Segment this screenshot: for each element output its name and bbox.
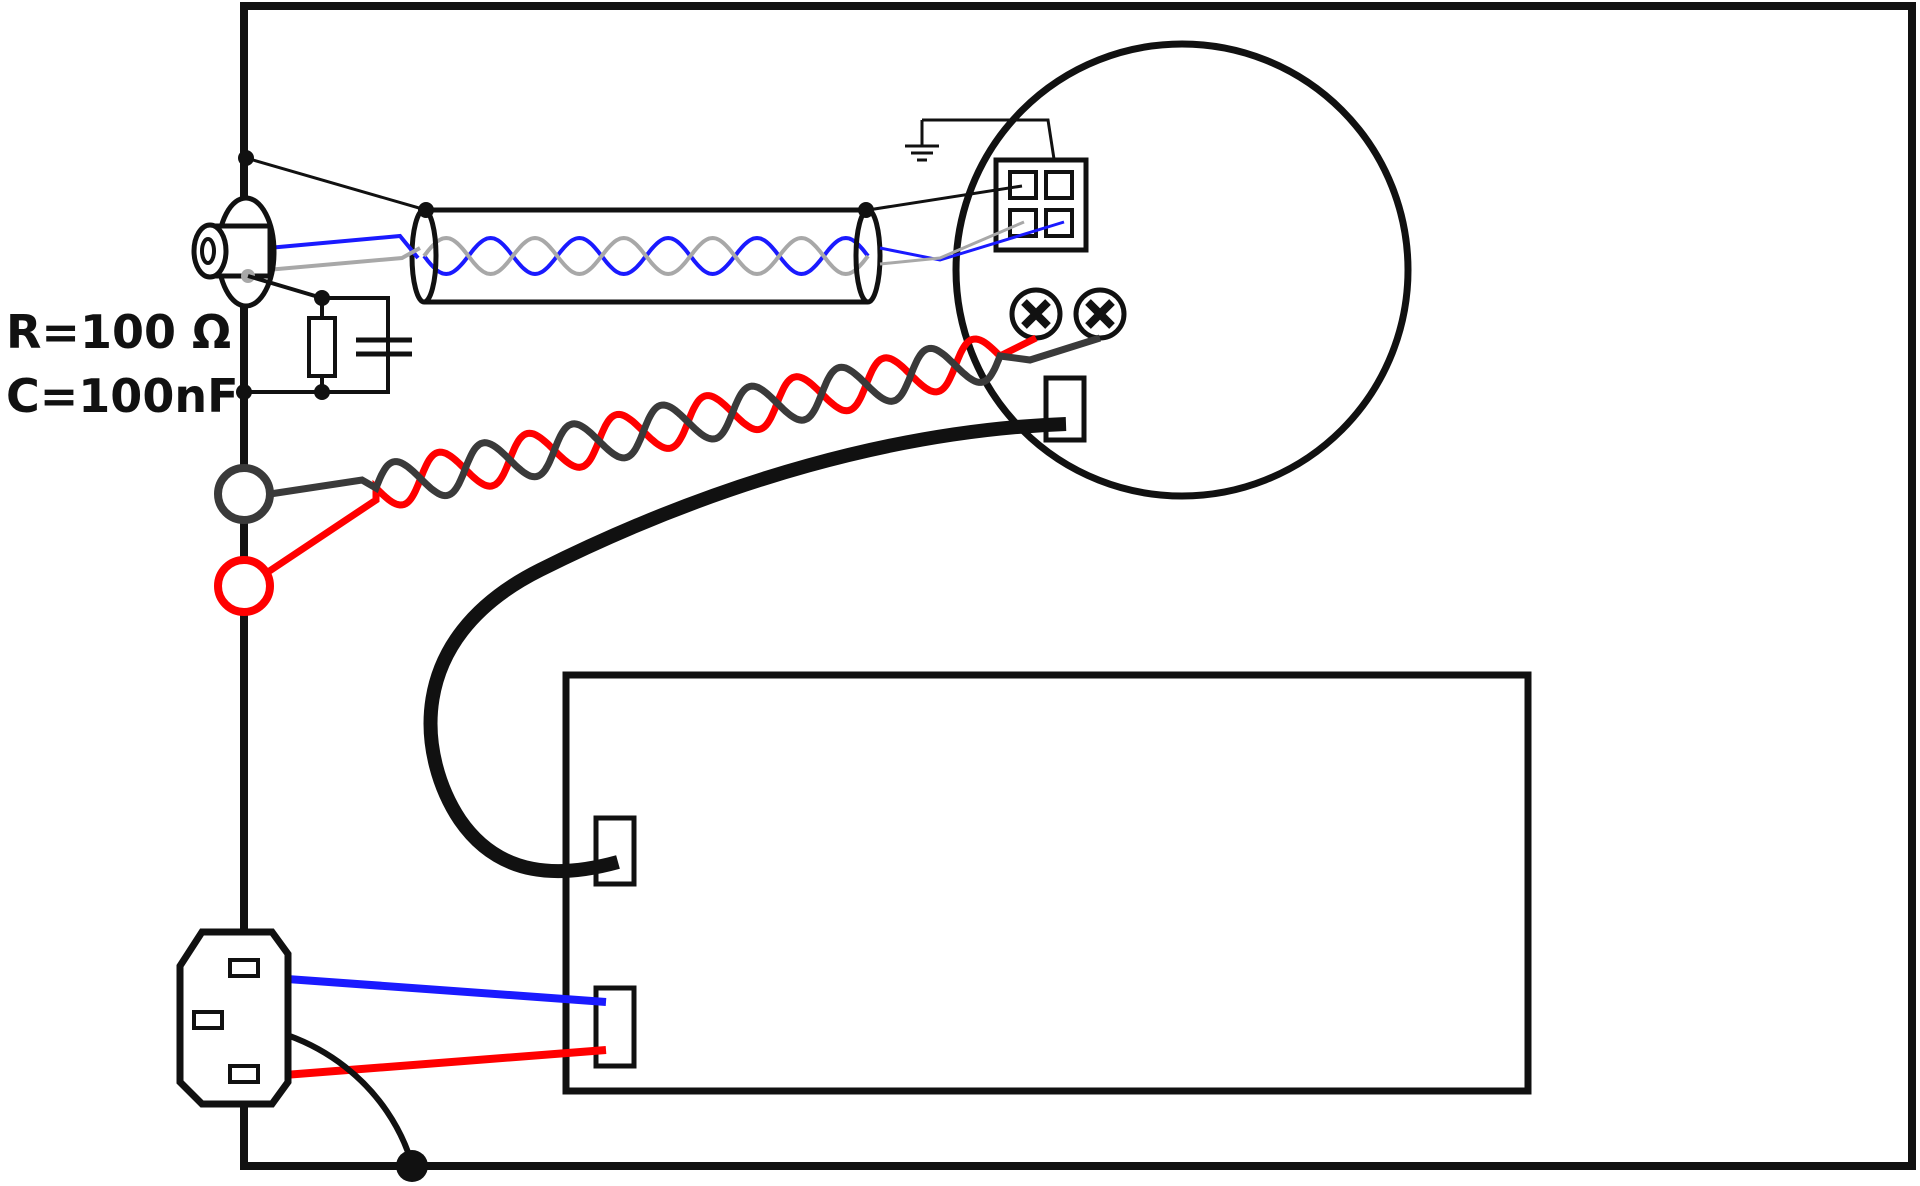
signal-wire-blue (267, 233, 420, 260)
shielded-twisted-pair-cable (409, 207, 883, 305)
shield-wire (245, 156, 427, 212)
psu-terminal-top (593, 815, 637, 887)
rc-filter (236, 274, 412, 400)
capacitor-label: C=100nF (6, 369, 239, 423)
binding-post-red (214, 556, 274, 616)
signal-wire-blue (879, 220, 1065, 262)
twisted-wire-dark (269, 334, 1102, 500)
mains-wire-red (245, 1046, 607, 1082)
binding-post-black (214, 464, 274, 524)
iec-power-inlet (176, 928, 292, 1108)
bnc-connector (191, 195, 277, 309)
power-supply-box (562, 671, 1532, 1095)
drain-wire (867, 184, 1023, 212)
chassis-ground-point (396, 1150, 428, 1182)
twisted-wire-red (266, 334, 1038, 575)
signal-wire-gray (879, 220, 1025, 266)
mains-wire-blue (245, 972, 607, 1006)
screw-terminal (1073, 287, 1127, 341)
resistor-symbol (307, 316, 337, 378)
resistor-label: R=100 Ω (6, 305, 231, 359)
screw-terminal (1009, 287, 1063, 341)
four-pin-connector (993, 157, 1089, 253)
thick-cable (423, 417, 1067, 879)
circular-module (952, 40, 1412, 500)
ground-symbol (905, 120, 939, 162)
signal-wire-gray (243, 246, 421, 274)
